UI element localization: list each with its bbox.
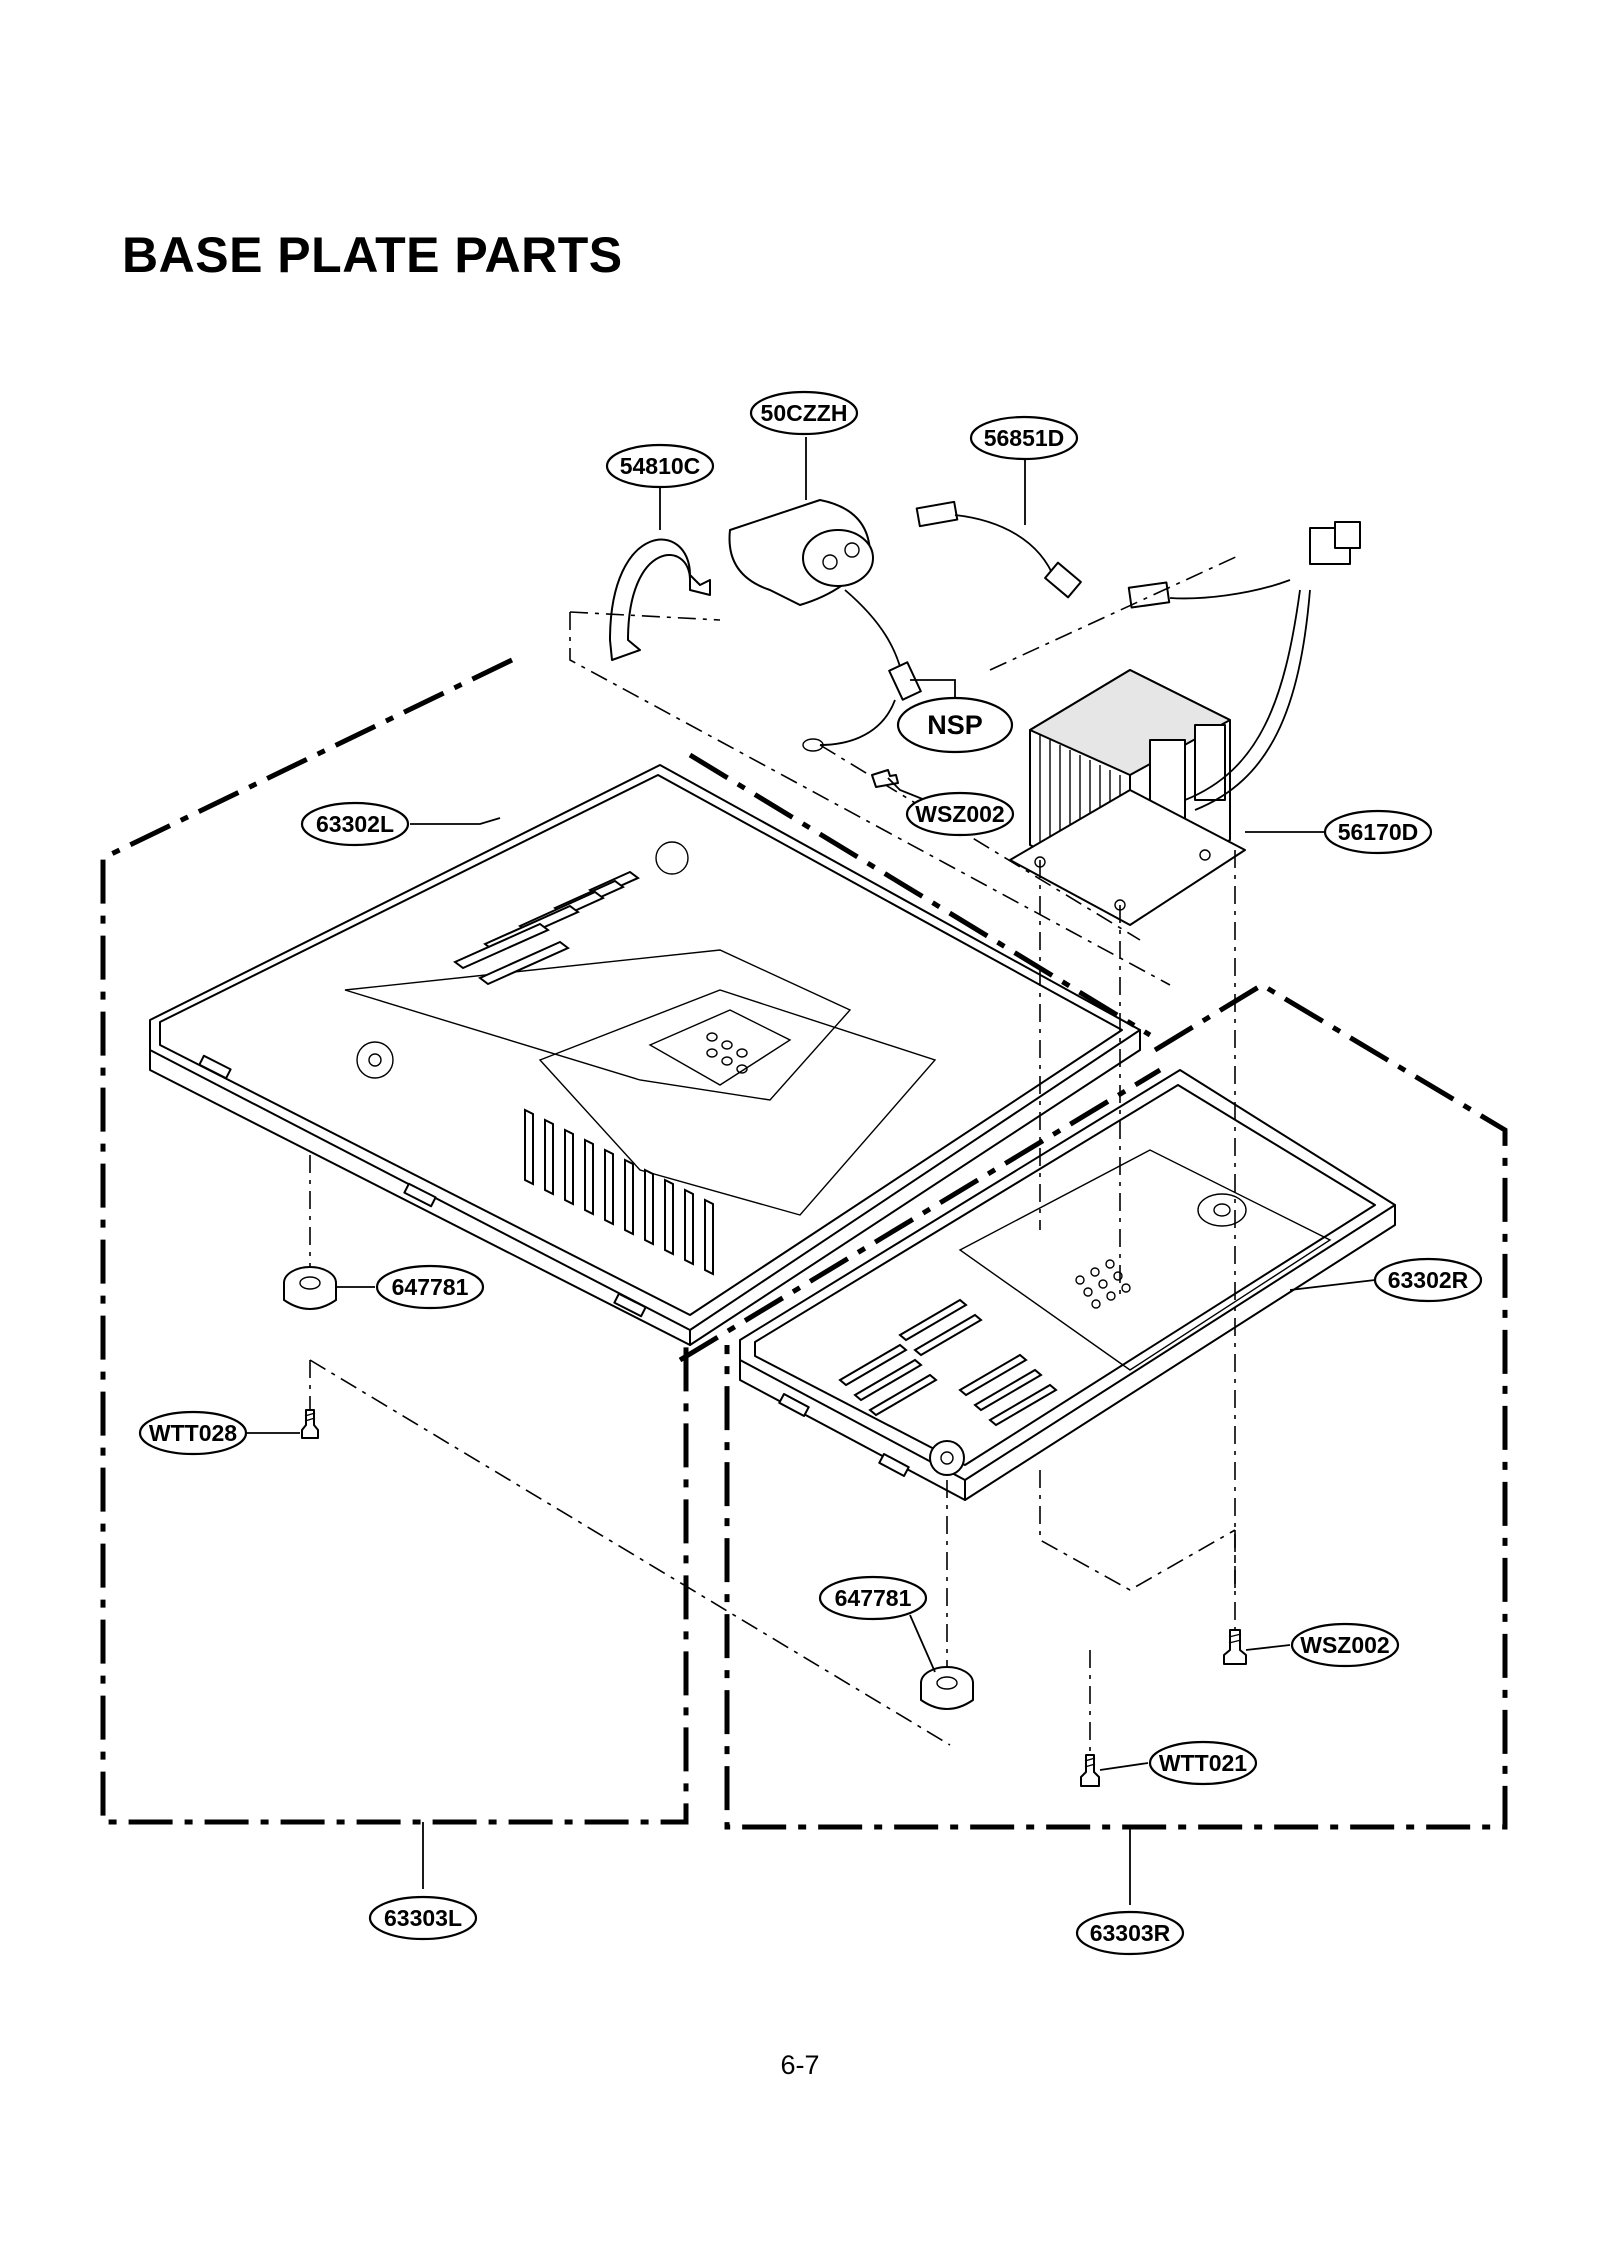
base-plate-left — [149, 764, 1141, 1346]
callout-label: NSP — [927, 710, 983, 740]
callout-wtt028: WTT028 — [138, 1410, 248, 1456]
hv-transformer — [1009, 521, 1361, 926]
callout-54810c: 54810C — [605, 443, 715, 489]
hv-capacitor — [728, 499, 922, 752]
capacitor-bracket — [609, 538, 711, 661]
callout-label: WSZ002 — [915, 801, 1004, 827]
callout-wsz002-bottom: WSZ002 — [1290, 1622, 1400, 1668]
leader-lines — [247, 437, 1376, 1905]
callout-wtt021: WTT021 — [1148, 1740, 1258, 1786]
assembly-frame-left — [100, 657, 689, 1825]
callout-56851d: 56851D — [969, 415, 1079, 461]
base-plate-right — [739, 1069, 1396, 1501]
callout-label: WTT021 — [1159, 1750, 1247, 1776]
callout-50czzh: 50CZZH — [749, 390, 859, 436]
callout-63302r: 63302R — [1373, 1257, 1483, 1303]
screw-wtt028 — [301, 1409, 319, 1439]
foot-right — [920, 1666, 974, 1710]
callout-56170d: 56170D — [1323, 809, 1433, 855]
callout-label: WTT028 — [149, 1420, 237, 1446]
callout-label: WSZ002 — [1300, 1632, 1389, 1658]
callout-label: 647781 — [392, 1274, 469, 1300]
callout-label: 63302L — [316, 811, 394, 837]
callout-label: 63302R — [1388, 1267, 1469, 1293]
callout-647781-right: 647781 — [818, 1575, 928, 1621]
louvers-left-top — [453, 870, 640, 986]
vent-holes-right — [1075, 1259, 1131, 1309]
callout-label: 54810C — [620, 453, 701, 479]
callout-63303r: 63303R — [1075, 1910, 1185, 1956]
screw-wtt021 — [1080, 1754, 1100, 1787]
louvers-right — [838, 1298, 1058, 1427]
vent-holes-left — [706, 1032, 748, 1074]
callout-wsz002-top: WSZ002 — [905, 791, 1015, 837]
callout-63303l: 63303L — [368, 1895, 478, 1941]
callout-63302l: 63302L — [300, 801, 410, 847]
assembly-frame-right — [724, 982, 1508, 1830]
callout-label: 647781 — [835, 1585, 912, 1611]
callout-647781-left: 647781 — [375, 1264, 485, 1310]
callout-label: 56851D — [984, 425, 1065, 451]
page-number: 6-7 — [780, 2050, 820, 2080]
callout-nsp: NSP — [896, 696, 1014, 754]
callout-label: 50CZZH — [761, 400, 848, 426]
callout-label: 63303R — [1090, 1920, 1171, 1946]
callout-label: 56170D — [1338, 819, 1419, 845]
wire-harness — [915, 500, 1082, 599]
louvers-left-bottom — [524, 1108, 714, 1276]
screw-wsz002-bottom — [1223, 1629, 1247, 1665]
page-title: BASE PLATE PARTS — [122, 227, 623, 283]
foot-left — [283, 1266, 337, 1310]
callout-label: 63303L — [384, 1905, 462, 1931]
